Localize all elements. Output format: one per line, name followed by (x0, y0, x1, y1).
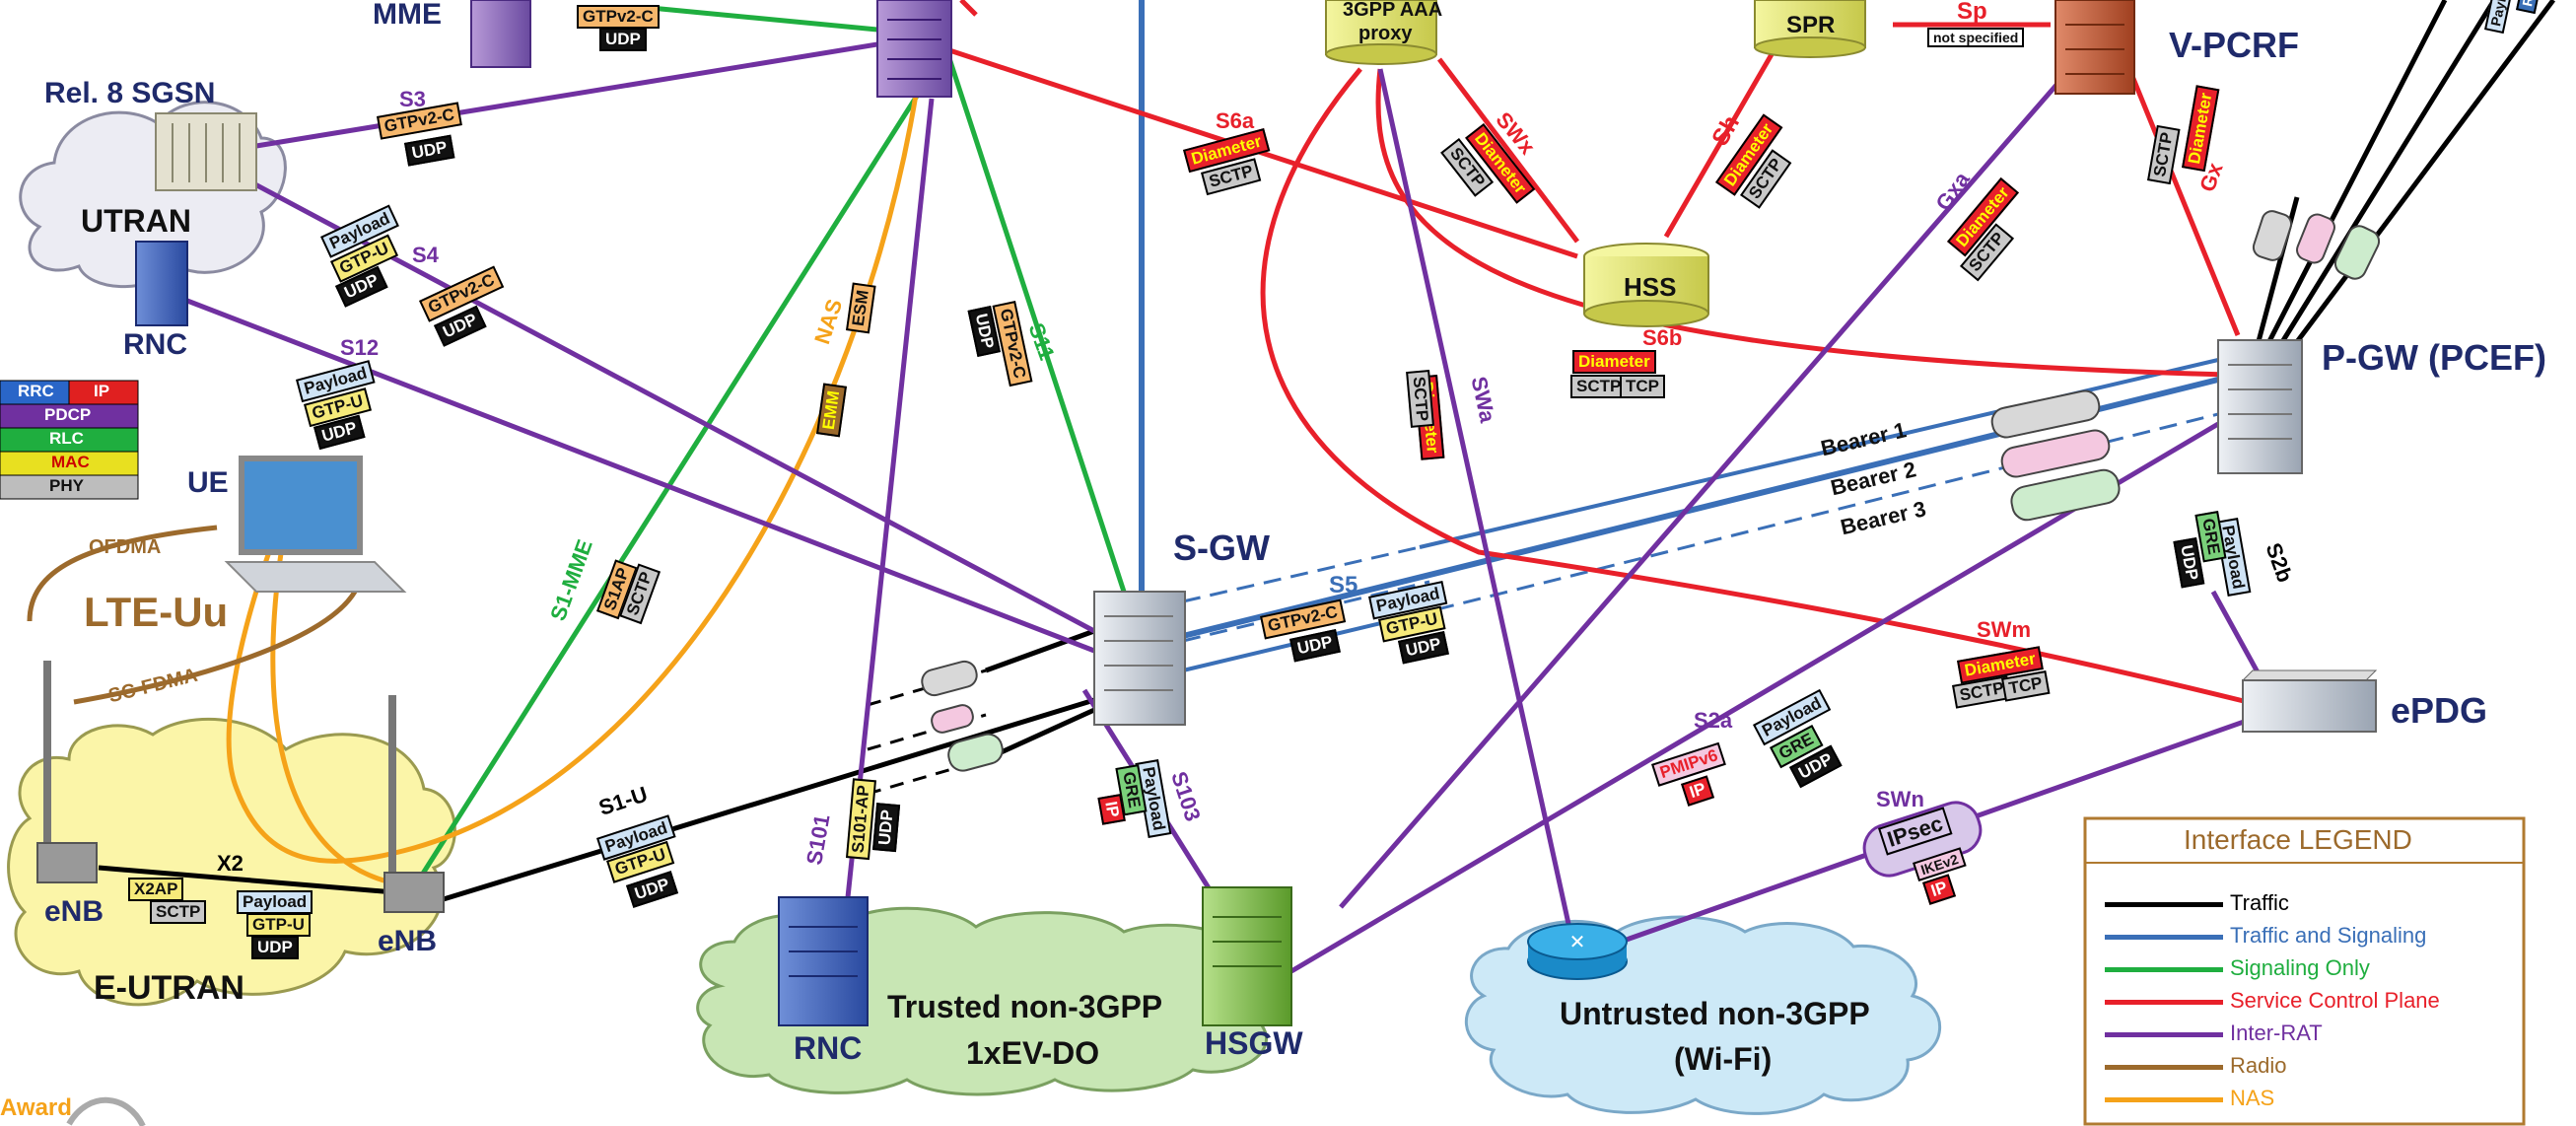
ipsec-tube (1862, 801, 1983, 878)
vpcrf-server (2054, 0, 2135, 95)
antenna-tower-icon (383, 695, 445, 913)
laptop-icon (224, 456, 407, 593)
pgw-server (2217, 339, 2303, 474)
interface-legend (2083, 816, 2526, 1126)
award-logo (66, 1096, 146, 1126)
radio-links (27, 525, 358, 705)
bearer-tube (2296, 213, 2335, 264)
bearer-tube (2333, 225, 2381, 280)
bearer-tube (2000, 429, 2111, 478)
protocol-stack-legend (0, 380, 139, 500)
bearer-tube (1990, 389, 2101, 439)
bearer-tube (2010, 468, 2121, 522)
svg-text:✕: ✕ (1569, 930, 1586, 953)
hss-cylinder (1583, 243, 1709, 327)
rnc-bottom-server (778, 896, 869, 1026)
sgsn-device (155, 112, 257, 191)
bearer-tube (2252, 210, 2293, 261)
mme-server (470, 0, 531, 68)
bearer-tube (931, 704, 974, 734)
spr-cylinder (1754, 0, 1866, 58)
aaa-proxy-cylinder (1325, 0, 1437, 65)
hsgw-server (1202, 886, 1292, 1026)
bearer-tube (947, 733, 1004, 772)
antenna-tower-icon (36, 661, 98, 883)
signaling-links (411, 5, 1127, 889)
router-icon: ✕ (1527, 923, 1628, 980)
bearer-tube (921, 660, 978, 697)
mme-center-server (876, 0, 952, 98)
service-control-links (945, 0, 2249, 705)
rnc-left-server (135, 241, 188, 326)
epdg-device (2241, 669, 2378, 733)
sgw-server (1093, 591, 1186, 726)
